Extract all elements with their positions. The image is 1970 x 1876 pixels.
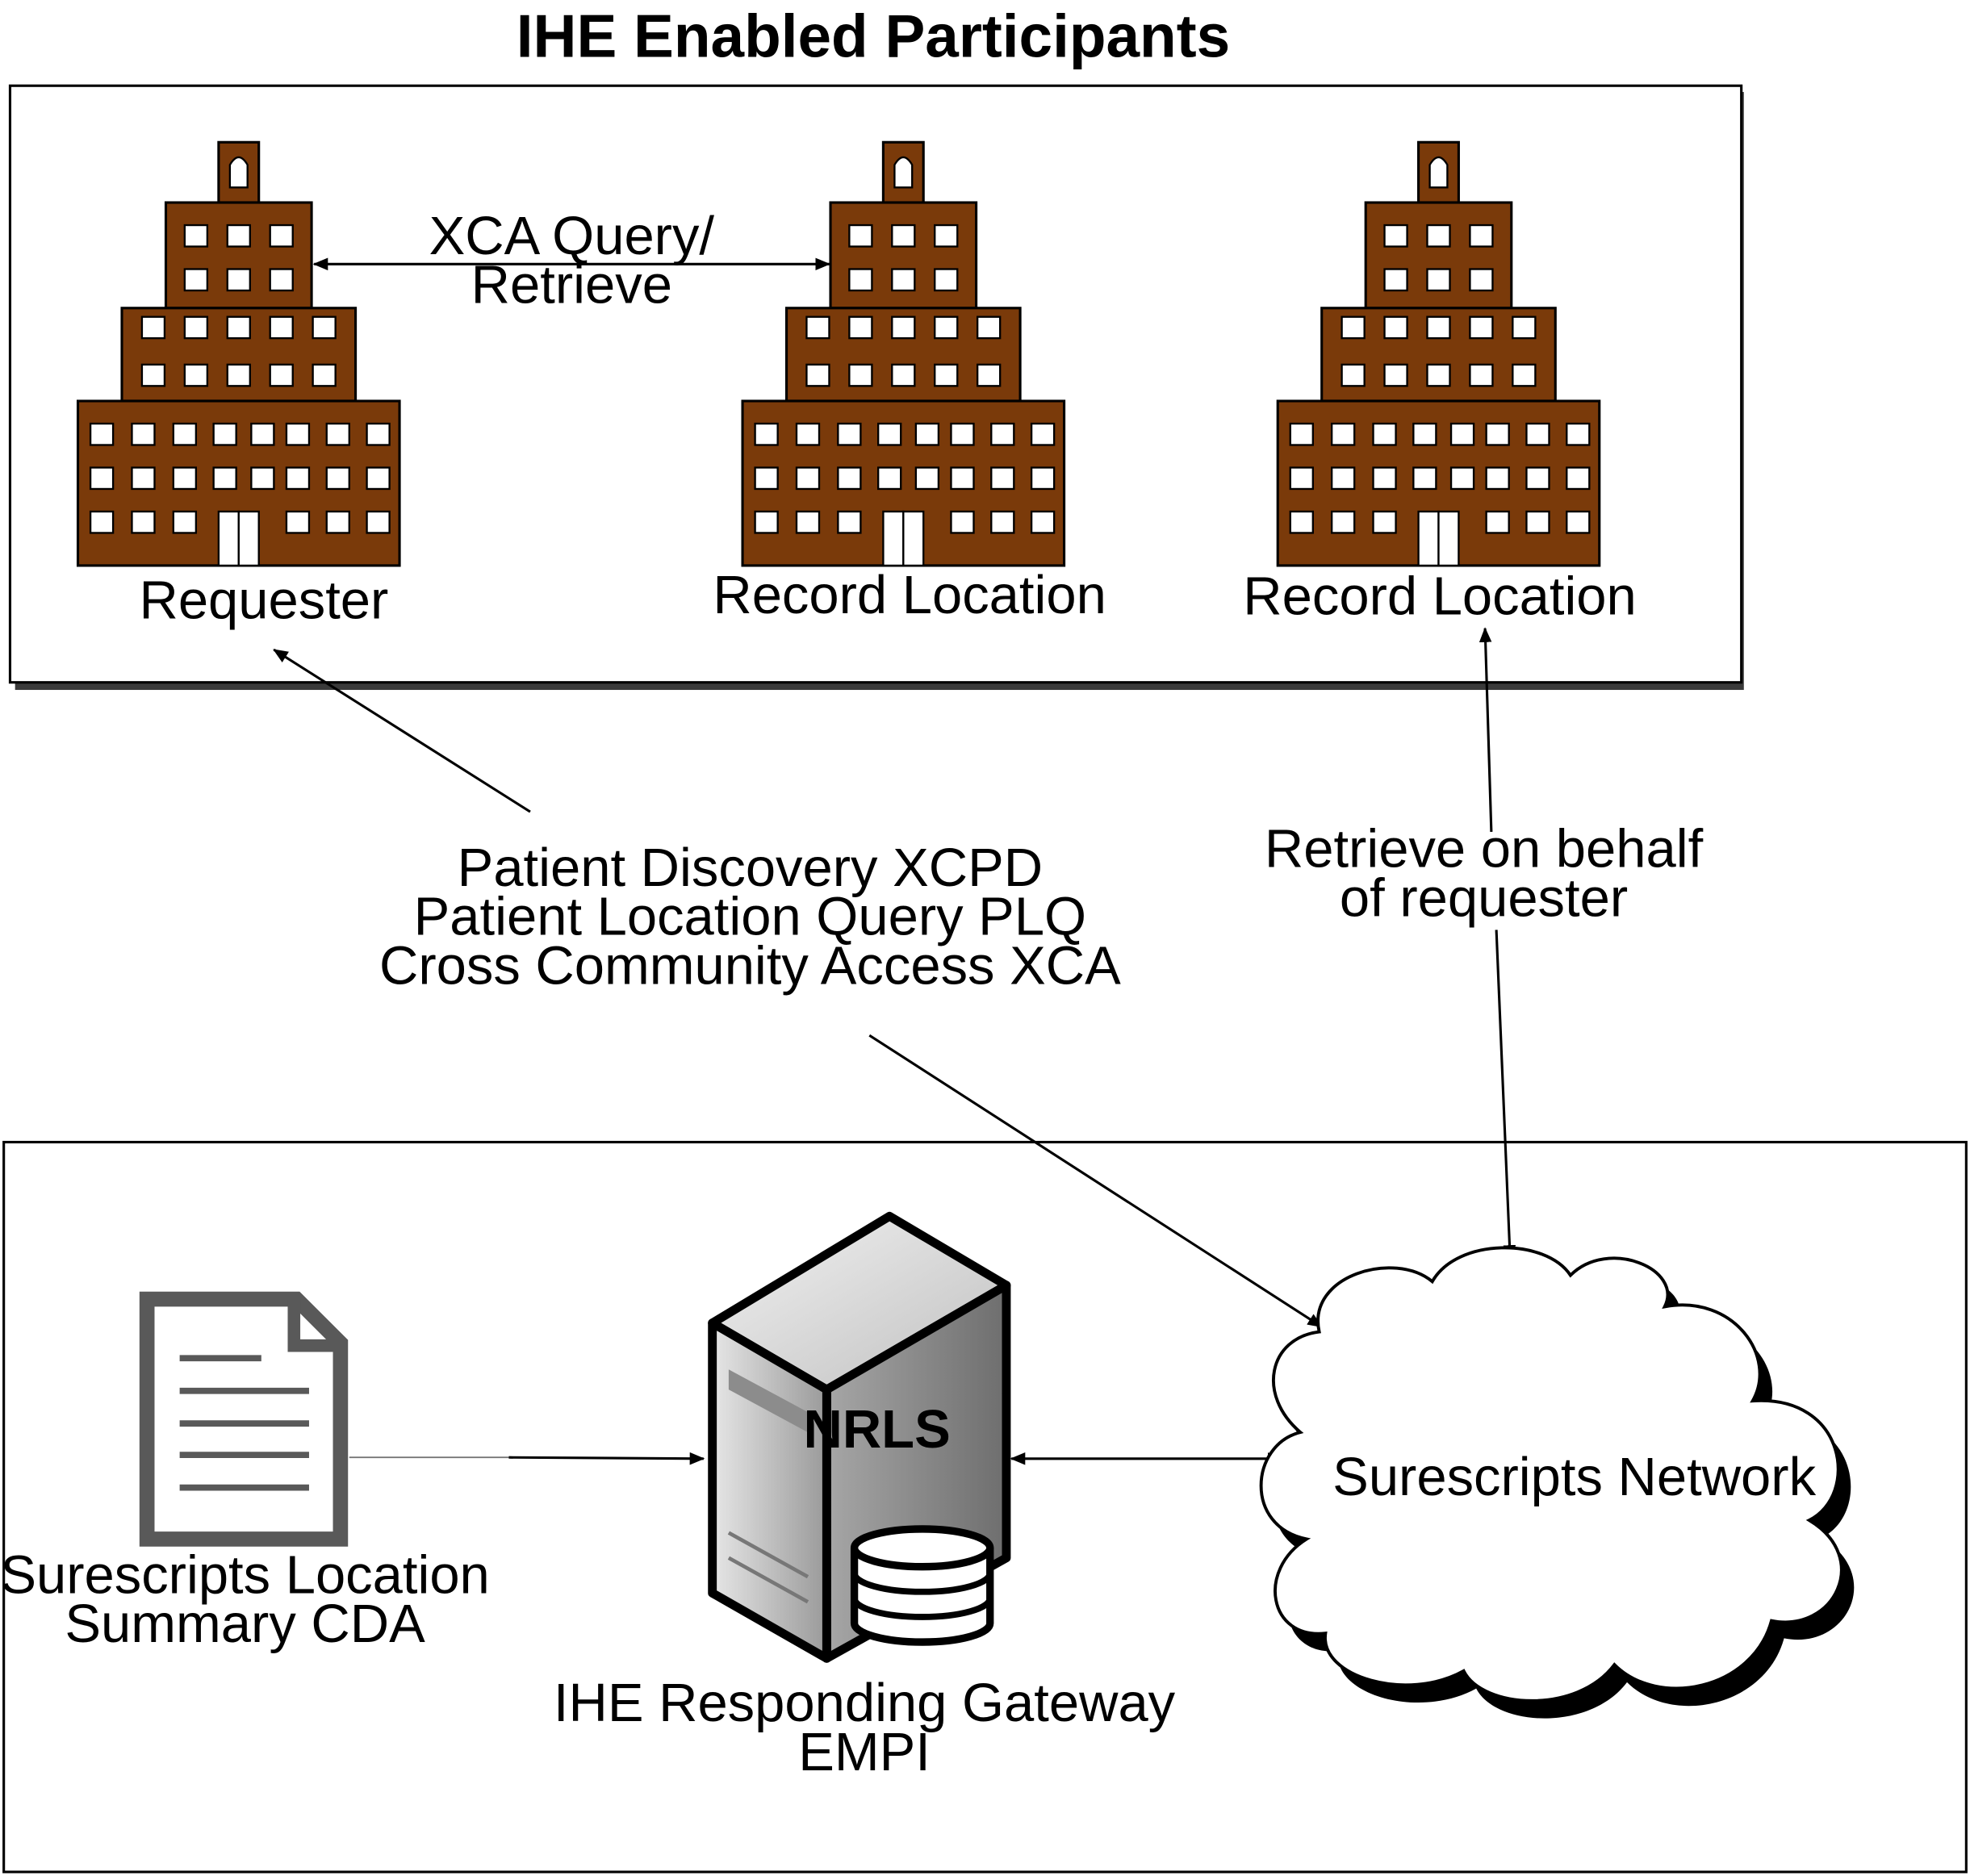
retrieve-up-arrow [1479,627,1493,833]
xca-query-label-line1: XCA Query/ [429,206,715,266]
server-label-line2: EMPI [798,1722,931,1782]
protocol-to-requester-arrow [273,648,531,813]
server-badge-label: NRLS [804,1399,951,1460]
database-icon [850,1525,994,1646]
surescripts-network-cloud [1259,1246,1855,1719]
document-icon [139,1291,349,1547]
xca-query-label-line2: Retrieve [471,255,672,315]
cloud-label: Surescripts Network [1332,1447,1816,1507]
retrieve-down-arrow [1495,930,1516,1260]
protocol-to-network-arrow [868,1034,1324,1328]
requester-label: Requester [139,570,388,630]
record-location-label: Record Location [713,565,1106,625]
record-location-label-2: Record Location [1243,566,1636,627]
server-label-line1: IHE Responding Gateway [554,1673,1176,1733]
protocol-label-line2: Patient Location Query PLQ [414,887,1086,947]
protocol-label-line1: Patient Discovery XCPD [458,838,1043,898]
document-to-server-arrow [508,1452,705,1465]
retrieve-label-line1: Retrieve on behalf [1265,819,1704,880]
surescripts-panel [2,1140,1968,1874]
retrieve-label-line2: of requester [1340,867,1628,928]
document-label-line1: Surescripts Location [0,1544,489,1605]
protocol-label-line3: Cross Community Access XCA [379,935,1121,996]
document-label-line2: Summary CDA [65,1594,425,1654]
diagram-title: IHE Enabled Participants [517,2,1230,69]
